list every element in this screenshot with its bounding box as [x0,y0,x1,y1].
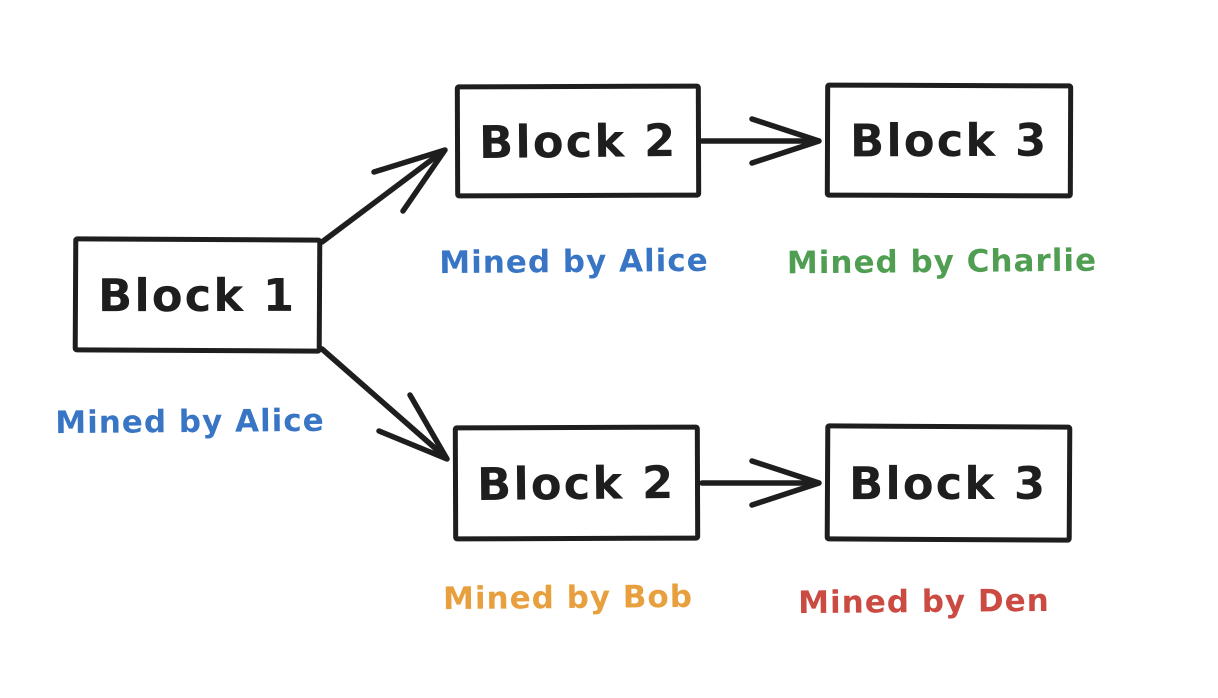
block-3-top-miner-label: Mined by Charlie [786,242,1098,282]
block-1-label: Block 1 [98,268,297,322]
arrow-block2-top-to-block3-top [699,116,822,166]
block-3-bottom-label: Block 3 [849,456,1048,510]
block-2-bottom-miner-label: Mined by Bob [442,578,694,618]
block-3-bottom-node: Block 3 [824,423,1073,543]
block-3-bottom-miner-label: Mined by Den [798,582,1050,622]
block-3-top-node: Block 3 [824,82,1074,199]
block-2-bottom-node: Block 2 [452,424,701,542]
block-1-miner-label: Mined by Alice [55,402,325,442]
block-2-top-label: Block 2 [478,113,678,169]
arrow-block2-bottom-to-block3-bottom [699,458,822,508]
block-2-bottom-label: Block 2 [477,455,676,511]
block-2-top-node: Block 2 [454,83,702,199]
block-1-node: Block 1 [72,236,323,354]
arrow-block1-to-block2-top [319,147,448,245]
block-3-top-label: Block 3 [849,113,1049,168]
block-2-top-miner-label: Mined by Alice [439,242,709,282]
